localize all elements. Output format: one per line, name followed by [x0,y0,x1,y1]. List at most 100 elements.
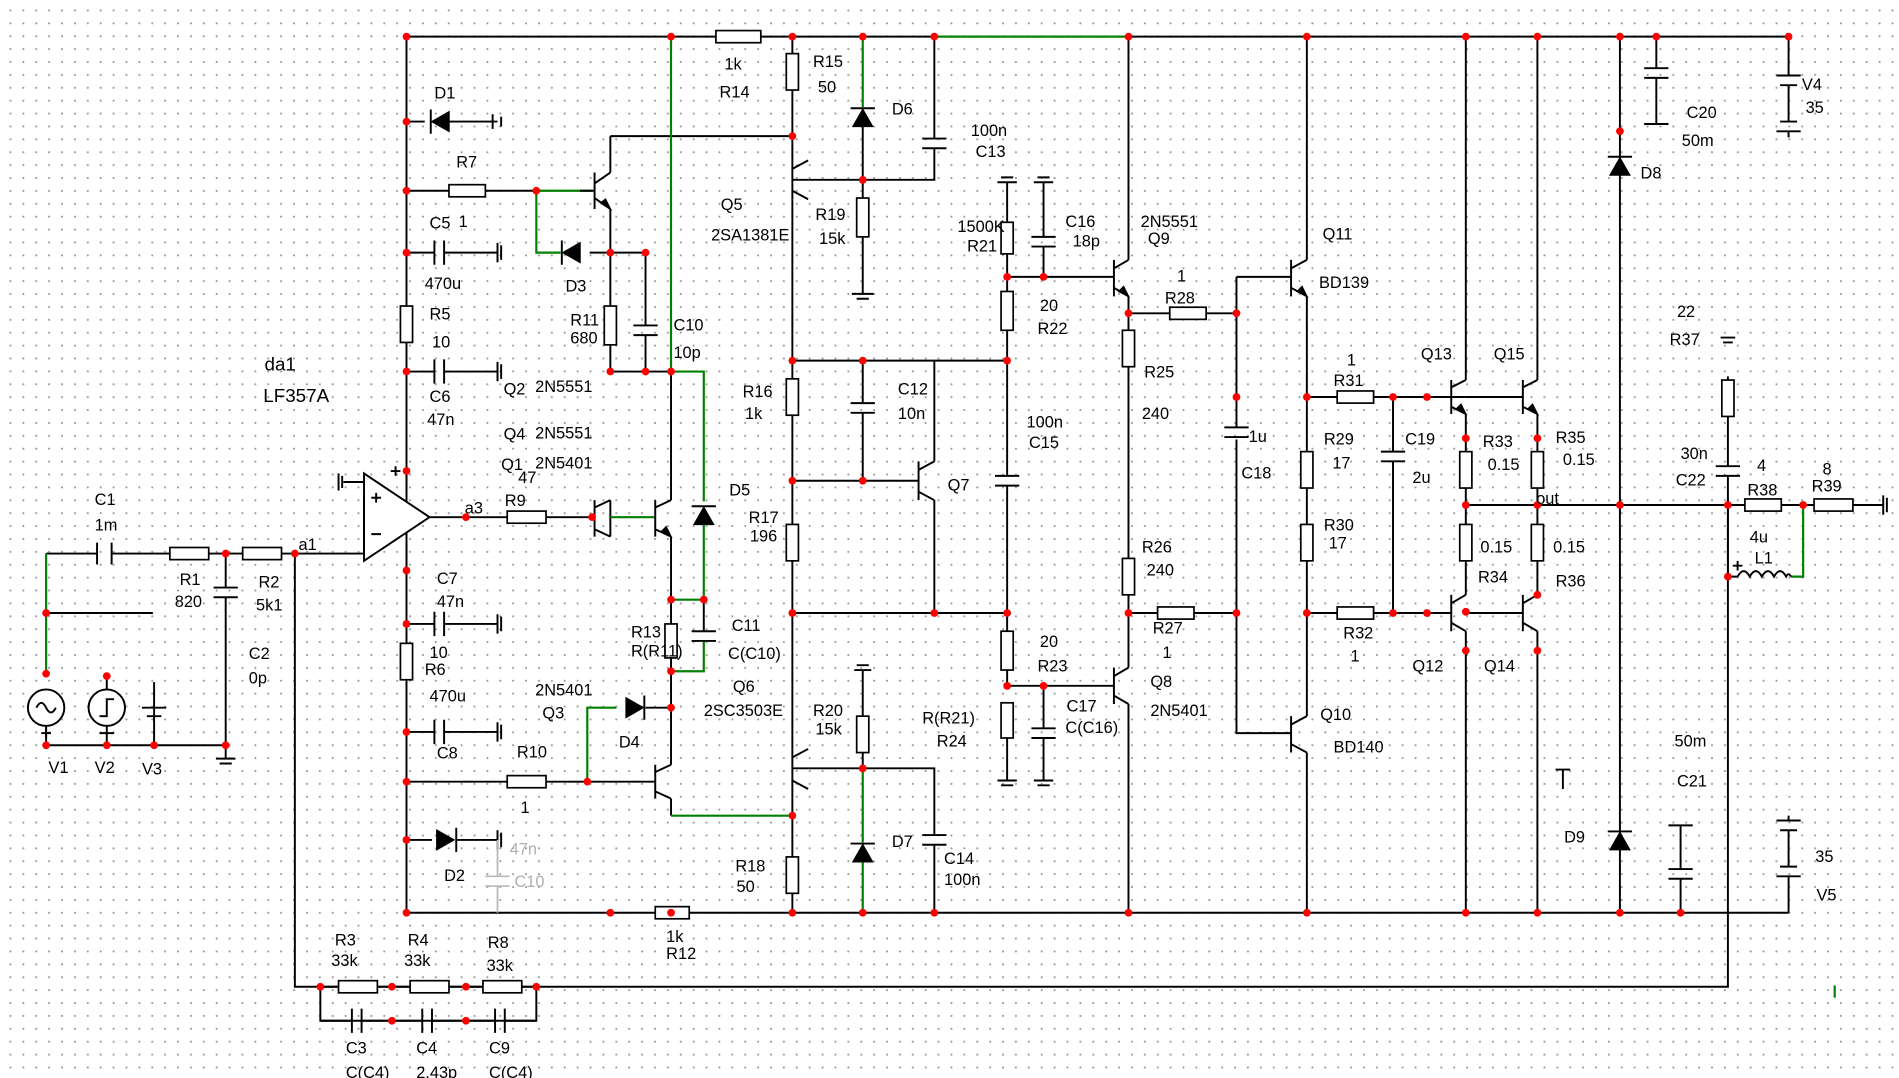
junction-dot [667,667,675,676]
junction-dot [930,609,939,617]
label-c16v: 18p [1073,233,1100,251]
label-r31v: 1 [1347,351,1356,369]
junction-dot [1389,393,1397,401]
label-r35v: 0.15 [1563,451,1595,469]
label-v4: V4 [1802,76,1822,94]
junction-dot [1461,908,1470,917]
label-r16: R16 [743,383,773,401]
junction-dot [316,982,325,991]
junction-dot [1003,681,1012,690]
label-da1: da1 [265,353,296,374]
junction-dot [1423,393,1431,401]
label-c18: C18 [1241,464,1271,482]
label-d4: D4 [619,734,640,752]
junction-dot [1302,908,1311,917]
label-r25: R25 [1144,364,1174,382]
junction-dot [42,669,50,678]
label-c21v: 50m [1675,732,1707,750]
junction-dot [1533,434,1542,443]
junction-dot [1124,309,1133,318]
label-c12v: 10n [898,405,925,423]
junction-dot [1616,501,1624,509]
label-r15: R15 [813,53,843,71]
junction-dot [1003,609,1012,617]
label-q3v: 2N5401 [535,682,592,700]
label-q5: Q5 [721,196,743,214]
label-c17v: C(C16) [1065,719,1118,737]
label-c14v: 100n [944,871,980,889]
label-r7v: 1 [459,213,468,231]
label-q11v: BD139 [1319,274,1369,292]
junction-dot [402,32,411,41]
junction-dot [858,764,867,773]
label-v5: V5 [1816,887,1836,905]
label-d3: D3 [565,277,586,295]
junction-dot [583,777,592,786]
junction-dot [532,982,541,991]
junction-dot [1676,908,1685,917]
label-out: out [1536,490,1559,508]
label-q1: Q1 [501,456,523,474]
label-a1: a1 [299,536,317,554]
label-r21v: 1500K [957,218,1004,236]
label-c17: C17 [1067,697,1097,715]
junction-dot [667,32,675,41]
label-r35: R35 [1556,429,1586,447]
junction-dot [930,908,939,917]
junction-dot [1461,434,1470,443]
label-r25v: 240 [1142,405,1169,423]
junction-dot [667,367,675,376]
label-q1v: 2N5401 [535,455,592,473]
junction-dot [1302,32,1311,41]
label-ghost: C10 [514,873,544,891]
junction-dot [1724,501,1732,509]
label-d6: D6 [892,100,913,118]
junction-dot [641,367,650,376]
label-q13: Q13 [1421,345,1452,363]
junction-dot [1232,609,1241,617]
label-r15v: 50 [818,78,836,96]
junction-dot [221,741,230,750]
label-r10v: 1 [521,799,530,817]
label-r34v: 0.15 [1480,538,1512,556]
label-c22: C22 [1676,472,1706,490]
junction-dot [1616,908,1624,917]
label-c11v: C(C10) [728,645,781,663]
label-r21: R21 [967,237,997,255]
label-c10v: 10p [673,344,700,362]
label-c4v: 2.43p [416,1064,457,1078]
label-r31: R31 [1334,372,1364,390]
junction-dot [1232,309,1241,318]
label-q8v: 2N5401 [1150,702,1207,720]
junction-dot [221,549,230,558]
junction-dot [388,982,396,991]
label-c16: C16 [1065,213,1095,231]
label-r30v: 17 [1329,535,1347,553]
junction-dot [699,595,708,604]
label-r32v: 1 [1351,648,1360,666]
label-r29v: 17 [1332,455,1350,473]
label-q2v: 2N5551 [535,378,592,396]
label-r22v: 20 [1040,297,1058,315]
junction-dot [788,609,797,617]
junction-dot [1039,273,1048,281]
label-q10v: BD140 [1334,739,1384,757]
label-r6v: 10 [430,644,448,662]
label-r9v: 47 [518,469,536,487]
junction-dot [788,132,797,141]
label-r1: R1 [180,571,201,589]
label-q7: Q7 [948,476,970,494]
label-c6: C6 [430,388,451,406]
label-r11v: 680 [570,330,597,348]
junction-dot [388,1016,396,1025]
label-r18: R18 [735,857,765,875]
label-r33: R33 [1483,433,1513,451]
label-c15v: 100n [1027,413,1063,431]
junction-dot [1039,681,1048,690]
label-d9: D9 [1564,828,1585,846]
label-r28v: 1 [1177,268,1186,286]
label-r8: R8 [488,934,509,952]
label-r24: R24 [937,732,967,750]
junction-dot [858,175,867,184]
